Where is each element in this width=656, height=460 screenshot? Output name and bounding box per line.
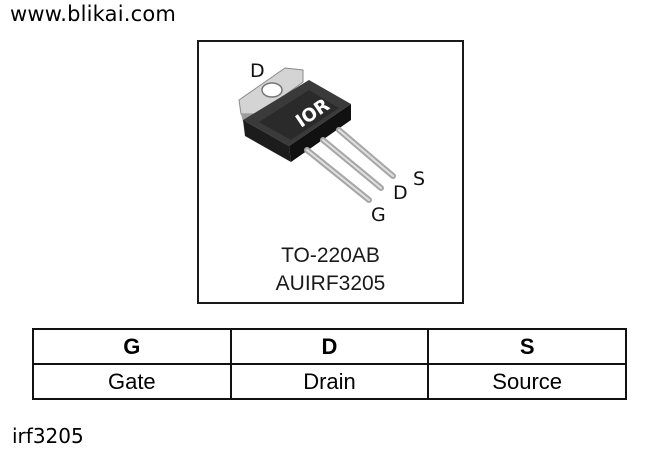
site-url: www.blikai.com [10,2,177,26]
pin-name-gate: Gate [32,363,232,400]
pin-label-drain: D [393,182,408,204]
package-body: IOR [243,80,351,162]
pinout-table: G D S Gate Drain Source [32,328,627,400]
package-figure: IOR D G D S TO-220AB AUIRF3205 [197,40,464,304]
part-number-caption: irf3205 [12,424,84,448]
mounting-hole-icon [261,82,283,98]
pin-header-drain: D [229,328,430,365]
to220-package-drawing: IOR [238,67,396,203]
pin-label-tab: D [250,60,265,82]
pin-label-gate: G [371,204,386,226]
pinout-name-row: Gate Drain Source [32,363,627,400]
pin-label-source: S [413,168,426,190]
package-name: TO-220AB [281,244,380,267]
package-leads [304,127,396,203]
pinout-header-row: G D S [32,328,627,365]
pin-header-source: S [427,328,627,365]
package-part-number: AUIRF3205 [275,272,386,295]
pin-name-drain: Drain [229,363,430,400]
pin-header-gate: G [32,328,232,365]
pin-name-source: Source [427,363,627,400]
